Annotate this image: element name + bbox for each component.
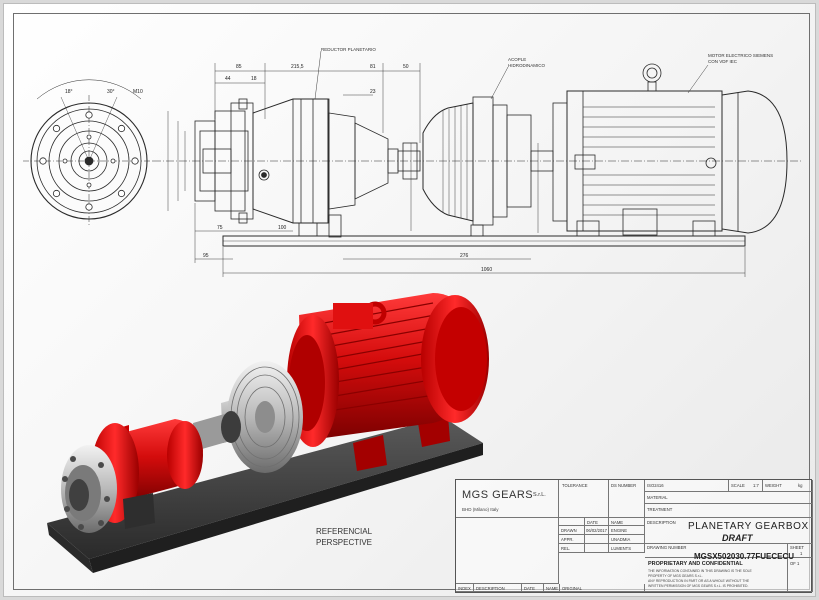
drawing-sheet: REDUCTOR PLANETARIO ACOPLE HIDRODINAMICO… [3, 3, 816, 597]
date-header: DATE [587, 520, 598, 525]
gearbox-3d [61, 419, 203, 533]
dim-50: 50 [403, 64, 409, 70]
coupling-label-2: HIDRODINAMICO [508, 63, 545, 68]
dim-23: 23 [370, 89, 376, 95]
proprietary-text-2: PROPERTY OF MGS GEARS S.r.L. [648, 574, 703, 578]
dim-44: 44 [225, 76, 231, 82]
drawing-number-label: DRAWING NUMBER [647, 545, 687, 550]
perspective-caption-line2: PERSPECTIVE [316, 538, 373, 547]
dim-81: 81 [370, 64, 376, 70]
proprietary-text-4: WRITTEN PERMISSION OF MGS GEARS S.r.L. I… [648, 584, 749, 588]
rev-name: NAME [546, 586, 559, 591]
tolerance-label: TOLERANCE [562, 483, 588, 488]
sheet-of: OF 1 [790, 561, 800, 566]
rel-label: REL. [561, 546, 571, 551]
drawing-title: PLANETARY GEARBOX [688, 521, 809, 532]
drawn-date: 06/02/2017 [586, 528, 607, 533]
description-label: DESCRIPTION [647, 520, 676, 525]
appr-name: UNADMIA [611, 537, 631, 542]
rev-date: DATE [524, 586, 535, 591]
iso-label: ISO2416 [647, 483, 664, 488]
sheet-label: SHEET [790, 545, 804, 550]
drawing-status: DRAFT [722, 533, 753, 543]
ds-number-label: DS NUMBER [611, 483, 637, 488]
drawn-label: DRAWN [561, 528, 577, 533]
material-label: MATERIAL [647, 495, 668, 500]
drawn-name: ENGINE [611, 528, 628, 533]
dim-angle-30: 30° [107, 89, 115, 95]
perspective-illustration [47, 293, 489, 573]
company-suffix: S.r.L. [533, 492, 546, 498]
rel-name: LUMENTS [611, 546, 632, 551]
dim-1060: 1060 [481, 267, 493, 273]
title-block: MGS GEARS S.r.L. BHD (Milano) Italy TOLE… [455, 479, 813, 593]
rev-index: INDEX [458, 586, 471, 591]
sheet-value: 1 [800, 551, 803, 556]
drawing-border [13, 13, 810, 590]
perspective-caption-line1: REFERENCIAL [316, 527, 373, 536]
treatment-label: TREATMENT [647, 507, 673, 512]
end-view [23, 79, 155, 227]
orthographic-views [23, 50, 803, 277]
motor-3d [287, 293, 489, 447]
dim-215: 215,5 [291, 64, 304, 70]
coupling-label-1: ACOPLE [508, 57, 527, 62]
company-name: MGS GEARS [462, 489, 534, 501]
weight-unit: kg [798, 483, 803, 488]
dim-85: 85 [236, 64, 242, 70]
proprietary-text-3: ANY REPRODUCTION IN PART OR AS A WHOLE W… [648, 579, 750, 583]
dim-m10: M10 [133, 89, 143, 95]
drawing-number: MGSX502030.77FUECECU [694, 552, 795, 561]
company-location: BHD (Milano) Italy [462, 507, 499, 512]
scale-value: 1:7 [753, 483, 759, 488]
reducer-label: REDUCTOR PLANETARIO [321, 47, 376, 52]
dim-276: 276 [460, 253, 469, 259]
perspective-caption: REFERENCIAL PERSPECTIVE [316, 526, 372, 548]
dim-angle-18: 18° [65, 89, 73, 95]
motor-label-1: MOTOR ELECTRICO SIEMENS [708, 53, 774, 58]
dim-95: 95 [203, 253, 209, 259]
coupling-3d [193, 361, 303, 473]
name-header: NAME [611, 520, 624, 525]
dim-18: 18 [251, 76, 257, 82]
scale-label: SCALE [731, 483, 745, 488]
appr-label: APPR. [561, 537, 574, 542]
dim-100: 100 [278, 225, 287, 231]
motor-label-2: CON VDF IEC [708, 59, 738, 64]
dim-75: 75 [217, 225, 223, 231]
weight-label: WEIGHT [765, 483, 782, 488]
proprietary-text-1: THE INFORMATION CONTAINED IN THIS DRAWIN… [648, 569, 752, 573]
rev-original: ORIGINAL [562, 586, 583, 591]
proprietary-heading: PROPRIETARY AND CONFIDENTIAL [648, 561, 743, 567]
rev-description: DESCRIPTION [476, 586, 505, 591]
